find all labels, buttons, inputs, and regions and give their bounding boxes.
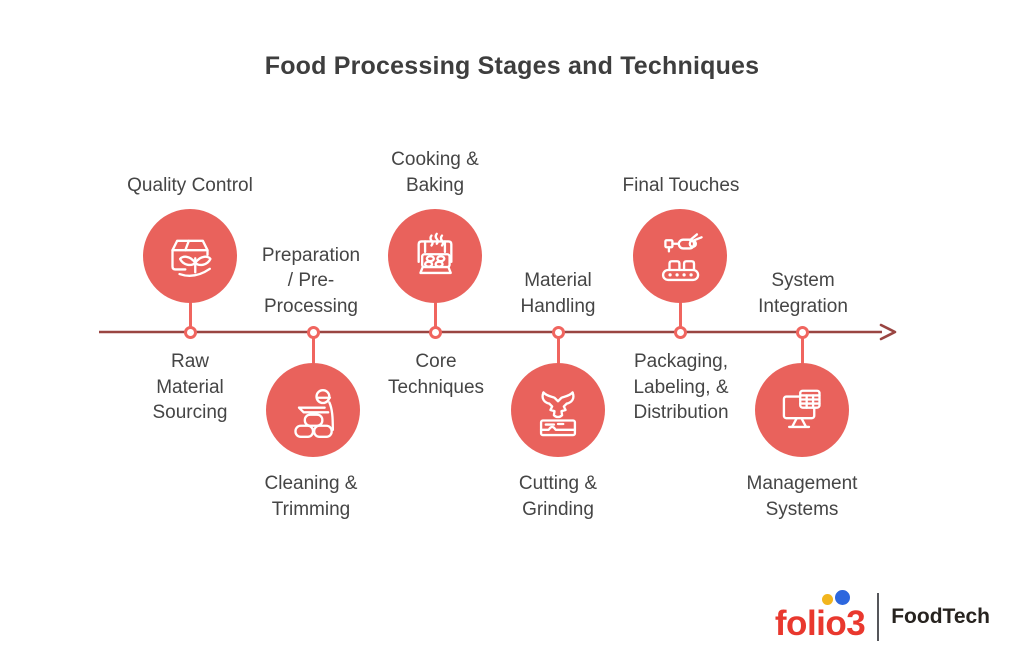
stage-circle-cutting xyxy=(511,363,605,457)
logo: folio3 FoodTech xyxy=(774,590,990,643)
folio3-logo: folio3 xyxy=(774,590,866,643)
connector-line xyxy=(556,332,560,364)
monitor-spreadsheet-icon xyxy=(782,389,821,429)
timeline-node xyxy=(306,325,320,339)
connector-line xyxy=(311,332,315,364)
connector-line xyxy=(800,332,804,364)
connector-line xyxy=(188,302,192,332)
stage-circle-management xyxy=(755,363,849,457)
label-core-techniques: Core Techniques xyxy=(387,351,485,398)
timeline-node xyxy=(551,325,565,339)
timeline-node xyxy=(428,325,442,339)
logo-yellow-dot-icon xyxy=(821,594,833,605)
label-cooking-baking: Cooking & Baking xyxy=(391,149,479,196)
label-management-systems: Management Systems xyxy=(746,473,858,520)
label-quality-control: Quality Control xyxy=(127,174,253,196)
conveyor-robot-icon xyxy=(661,233,703,282)
bull-meat-icon xyxy=(539,391,577,437)
connector-line xyxy=(433,302,437,332)
page-title: Food Processing Stages and Techniques xyxy=(264,52,760,80)
label-preparation-preprocessing: Preparation / Pre- Processing xyxy=(261,244,361,317)
logo-divider xyxy=(877,593,880,641)
logo-brand-text: folio3 xyxy=(774,604,866,643)
stage-circle-packaging xyxy=(633,209,727,303)
oven-baking-icon xyxy=(417,232,453,275)
label-final-touches: Final Touches xyxy=(622,174,740,196)
timeline-node xyxy=(183,325,197,339)
package-sprout-icon xyxy=(171,239,212,277)
label-material-handling: Material Handling xyxy=(520,270,596,317)
timeline-node xyxy=(673,325,687,339)
label-raw-material-sourcing: Raw Material Sourcing xyxy=(152,351,228,423)
label-system-integration: System Integration xyxy=(758,270,848,317)
stage-circle-sourcing xyxy=(143,209,237,303)
label-cleaning-trimming: Cleaning & Trimming xyxy=(264,473,358,520)
logo-division-text: FoodTech xyxy=(891,605,990,628)
label-cutting-grinding: Cutting & Grinding xyxy=(518,473,598,520)
label-packaging-labeling-distribution: Packaging, Labeling, & Distribution xyxy=(633,351,729,423)
timeline-node xyxy=(795,325,809,339)
worker-sorting-icon xyxy=(294,389,334,438)
stage-circle-core-techniques xyxy=(388,209,482,303)
logo-blue-dot-icon xyxy=(834,590,850,605)
timeline-arrow xyxy=(99,323,897,341)
stage-circle-cleaning xyxy=(266,363,360,457)
connector-line xyxy=(678,302,682,332)
